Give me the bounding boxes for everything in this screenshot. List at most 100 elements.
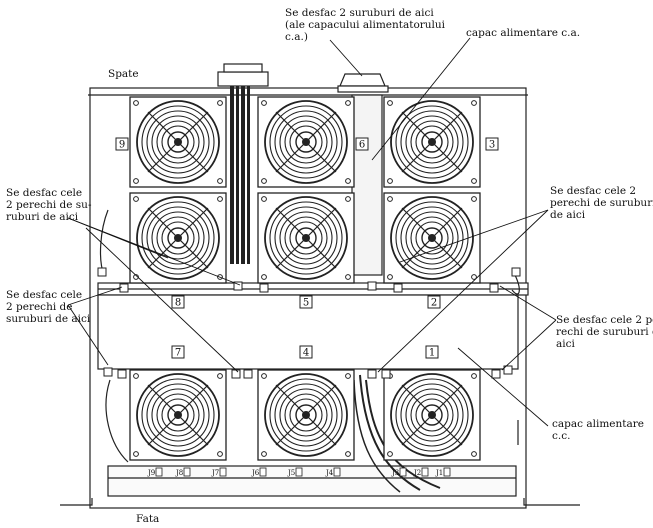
screw-marker	[119, 283, 129, 293]
ac-cover-bracket	[339, 73, 386, 87]
fan-number-5: 5	[299, 295, 313, 309]
fan-unit-lower-c1	[129, 369, 227, 461]
screw-marker	[367, 281, 377, 291]
connector-j8: J8	[175, 469, 183, 477]
fan-grid: 9 6 3 8 5 2 7 4 1	[115, 96, 499, 461]
svg-text:8: 8	[175, 298, 181, 309]
screw-marker	[511, 267, 521, 277]
connector-j5: J5	[287, 469, 295, 477]
fan-unit-upper-r2-c2	[257, 192, 355, 284]
svg-text:1: 1	[429, 348, 435, 359]
connector-socket	[443, 467, 451, 477]
svg-text:3: 3	[489, 140, 495, 151]
svg-text:4: 4	[303, 348, 309, 359]
label-fata: Fata	[136, 513, 159, 525]
label-left-upper-1: Se desfac cele	[6, 187, 82, 199]
connector-j6: J6	[251, 469, 260, 477]
fan-unit-upper-r2-c3	[383, 192, 481, 284]
connector-socket	[219, 467, 227, 477]
ribbon-cable	[230, 86, 250, 264]
fan-number-9: 9	[115, 137, 129, 151]
connector-board	[107, 465, 517, 497]
connector-j1: J1	[435, 469, 443, 477]
fan-number-3: 3	[485, 137, 499, 151]
screw-marker	[231, 369, 241, 379]
connector-socket	[259, 467, 267, 477]
fan-number-1: 1	[425, 345, 439, 359]
label-spate: Spate	[108, 68, 139, 80]
connector-labels: J9 J8 J7 J6 J5 J4 J3 J2 J1	[147, 467, 451, 477]
label-capac-cc-1: capac alimentare	[552, 418, 644, 430]
screw-marker	[489, 283, 499, 293]
label-top-note-2: (ale capacului alimentatorului	[285, 19, 446, 31]
connector-j7: J7	[211, 469, 219, 477]
screw-marker	[491, 369, 501, 379]
svg-text:2: 2	[431, 298, 437, 309]
connector-socket	[333, 467, 341, 477]
fan-unit-lower-c2	[257, 369, 355, 461]
connector-socket	[155, 467, 163, 477]
fan-unit-upper-r1-c3	[383, 96, 481, 188]
left-flange	[60, 498, 93, 506]
connector-j9: J9	[147, 469, 155, 477]
label-right-upper-3: de aici	[550, 209, 586, 221]
screw-marker	[243, 369, 253, 379]
label-left-upper-2: 2 perechi de su-	[6, 199, 92, 211]
screw-marker	[233, 281, 243, 291]
label-right-lower-1: Se desfac cele 2 pe-	[556, 314, 653, 326]
top-ribbon-plug	[223, 63, 263, 73]
svg-text:6: 6	[359, 140, 365, 151]
ac-cover-tab	[337, 85, 389, 93]
left-cable-lower	[105, 379, 129, 463]
connector-j4: J4	[325, 469, 334, 477]
connector-socket	[399, 467, 407, 477]
label-capac-cc-2: c.c.	[552, 430, 570, 442]
fan-unit-lower-c3	[383, 369, 481, 461]
screw-marker	[381, 369, 391, 379]
fan-unit-upper-r2-c1	[129, 192, 227, 284]
fan-unit-upper-r1-c1	[129, 96, 227, 188]
label-right-lower-3: aici	[556, 338, 575, 350]
screw-marker	[393, 283, 403, 293]
fan-number-4: 4	[299, 345, 313, 359]
svg-text:5: 5	[303, 298, 309, 309]
fan-number-8: 8	[171, 295, 185, 309]
connector-j2: J2	[413, 469, 421, 477]
label-top-note-1: Se desfac 2 suruburi de aici	[285, 7, 434, 19]
leader-lines	[67, 37, 557, 427]
label-right-upper-2: perechi de suruburi	[550, 197, 653, 209]
wire-bundle-3	[353, 379, 401, 493]
wire-bundle-1	[359, 374, 421, 491]
right-flange	[523, 498, 580, 506]
fan-unit-upper-r1-c2	[257, 96, 355, 188]
screw-marker	[259, 283, 269, 293]
screw-marker	[117, 369, 127, 379]
connector-socket	[183, 467, 191, 477]
connector-socket	[295, 467, 303, 477]
label-right-upper-1: Se desfac cele 2	[550, 185, 636, 197]
connector-j3: J3	[391, 469, 399, 477]
screw-markers	[97, 267, 521, 379]
label-right-lower-2: rechi de suruburi de	[556, 326, 653, 338]
svg-text:9: 9	[119, 140, 125, 151]
svg-text:7: 7	[175, 348, 181, 359]
label-left-lower-3: suruburi de aici	[6, 313, 91, 325]
label-left-upper-3: ruburi de aici	[6, 211, 79, 223]
annotation-labels: Spate Fata Se desfac 2 suruburi de aici …	[6, 7, 653, 525]
label-capac-ca: capac alimentare c.a.	[466, 27, 580, 39]
screw-marker	[503, 365, 513, 375]
screw-marker	[367, 369, 377, 379]
label-top-note-3: c.a.)	[285, 31, 308, 43]
screw-marker	[103, 367, 113, 377]
label-left-lower-1: Se desfac cele	[6, 289, 82, 301]
fan-number-7: 7	[171, 345, 185, 359]
top-ribbon-connector	[217, 71, 269, 87]
fan-number-6: 6	[355, 137, 369, 151]
fan-number-2: 2	[427, 295, 441, 309]
right-cable-upper	[511, 274, 520, 295]
screw-marker	[97, 267, 107, 277]
connector-socket	[421, 467, 429, 477]
ac-supply-cover	[351, 94, 383, 276]
label-left-lower-2: 2 perechi de	[6, 301, 72, 313]
